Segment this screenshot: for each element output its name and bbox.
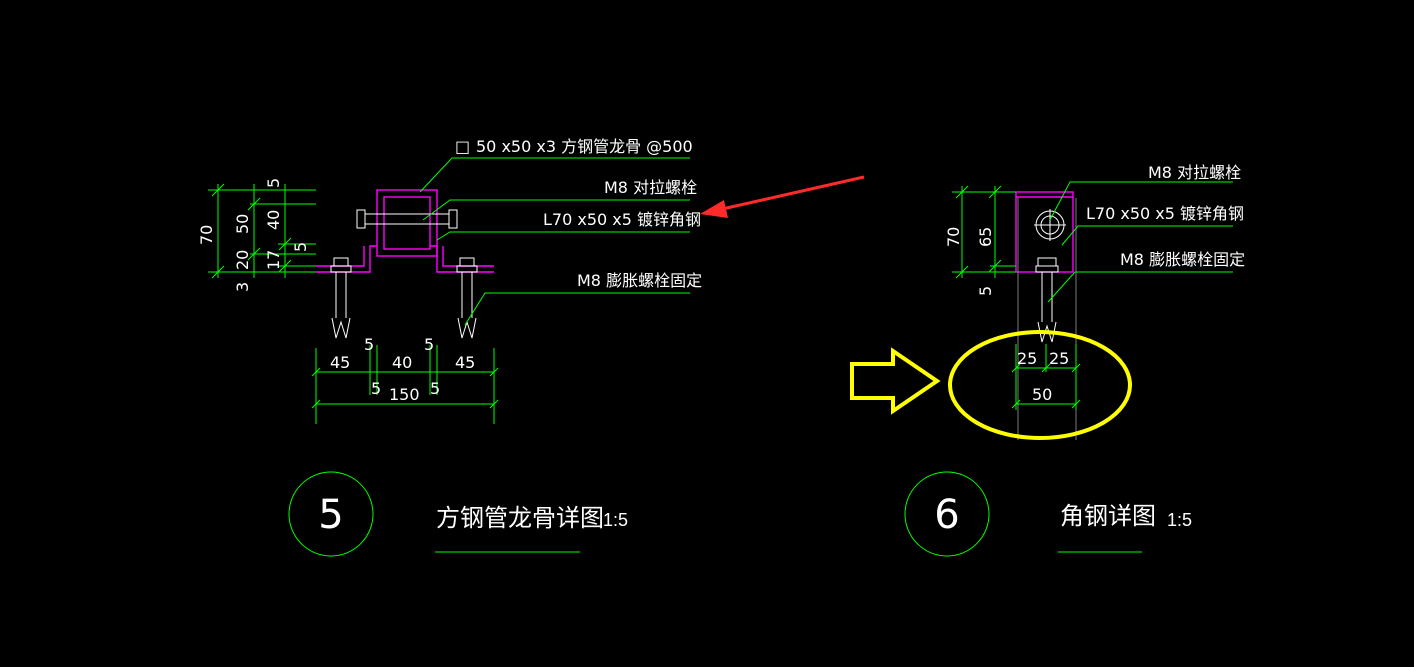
detail-5-scale: 1:5 — [603, 510, 628, 530]
detail-5-dim-45b: 45 — [455, 353, 475, 372]
detail-5-dim-50: 50 — [233, 214, 252, 234]
red-arrow-annotation — [700, 175, 865, 218]
detail-6-leaders — [952, 181, 1233, 303]
detail-5-dim-3: 3 — [233, 282, 252, 292]
detail-6-title: 角钢详图 — [1060, 502, 1156, 530]
detail-6-dim-25b: 25 — [1049, 349, 1069, 368]
detail-6-expansion-label: M8 膨胀螺栓固定 — [1120, 250, 1245, 269]
square-tube-part — [316, 189, 494, 273]
detail-5-dim-5d-h: 5 — [430, 379, 440, 398]
detail-5-drawing — [208, 157, 690, 557]
detail-5-square-tube-label: 50 x50 x3 方钢管龙骨 @500 — [476, 137, 693, 156]
detail-5-dim-20: 20 — [233, 250, 252, 270]
detail-5-number: 5 — [318, 492, 343, 538]
m8-bolt-section — [1034, 209, 1066, 241]
detail-5-dim-150: 150 — [389, 385, 420, 404]
detail-6-dim-65: 65 — [976, 227, 995, 247]
detail-6-number: 6 — [934, 492, 959, 538]
detail-6-vertical-dims — [955, 185, 1002, 279]
detail-6-scale: 1:5 — [1167, 510, 1192, 530]
detail-5-leaders — [208, 157, 690, 326]
detail-6-dim-5: 5 — [976, 286, 995, 296]
detail-5-dim-5b-h: 5 — [424, 335, 434, 354]
detail-6-horizontal-dims — [1011, 344, 1081, 410]
detail-5-number-circle — [288, 471, 374, 557]
detail-5-dim-40-h: 40 — [392, 353, 412, 372]
detail-5-dim-5c-h: 5 — [371, 379, 381, 398]
detail-5-expansion-label: M8 膨胀螺栓固定 — [577, 271, 702, 290]
detail-5-dim-5a-h: 5 — [364, 335, 374, 354]
detail-5-horizontal-dims — [311, 345, 499, 424]
detail-6-angle-label: L70 x50 x5 镀锌角钢 — [1086, 204, 1244, 223]
detail-6-drawing — [904, 181, 1233, 557]
detail-5-title: 方钢管龙骨详图 — [436, 504, 604, 532]
m8-through-bolt — [356, 209, 458, 229]
yellow-highlight-annotation — [850, 330, 1132, 440]
detail-5-m8-bolt-label: M8 对拉螺栓 — [604, 178, 697, 197]
detail-6-dim-50: 50 — [1032, 385, 1052, 404]
detail-5-square-tube-symbol: □ — [455, 137, 470, 156]
expansion-bolts — [330, 257, 478, 339]
detail-5-vertical-dims — [211, 183, 292, 279]
detail-6-dim-25a: 25 — [1017, 349, 1037, 368]
detail-6-dim-70: 70 — [944, 227, 963, 247]
detail-5-dim-40: 40 — [264, 210, 283, 230]
detail-5-dim-70: 70 — [197, 225, 216, 245]
detail-5-dim-45a: 45 — [330, 353, 350, 372]
detail-5-angle-label: L70 x50 x5 镀锌角钢 — [543, 210, 701, 229]
detail-6-number-circle — [904, 471, 990, 557]
detail-6-expansion-bolt — [1035, 257, 1059, 343]
detail-5-dim-5a: 5 — [264, 178, 283, 188]
detail-5-dim-17: 17 — [264, 250, 283, 270]
detail-5-dim-5b: 5 — [291, 242, 310, 252]
detail-6-m8-bolt-label: M8 对拉螺栓 — [1148, 163, 1241, 182]
